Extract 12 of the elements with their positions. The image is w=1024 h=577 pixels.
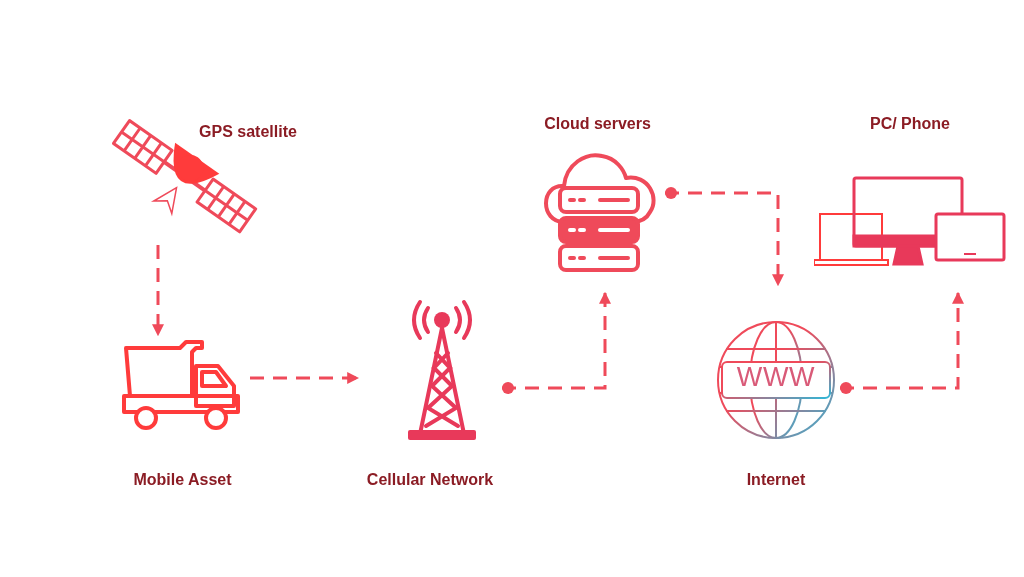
node-label: PC/ Phone <box>870 115 950 132</box>
dashed-arrow <box>665 187 784 287</box>
node-label: Cloud servers <box>544 115 651 132</box>
dashed-arrow <box>840 291 964 394</box>
node-label: Internet <box>746 471 806 488</box>
www-text: WWW <box>735 364 817 392</box>
node-label: Mobile Asset <box>133 471 232 488</box>
node-label: GPS satellite <box>199 123 297 140</box>
dashed-arrow <box>250 372 360 384</box>
node-label: Cellular Network <box>366 471 494 488</box>
dashed-arrow <box>502 291 611 394</box>
dashed-arrow <box>152 245 164 337</box>
